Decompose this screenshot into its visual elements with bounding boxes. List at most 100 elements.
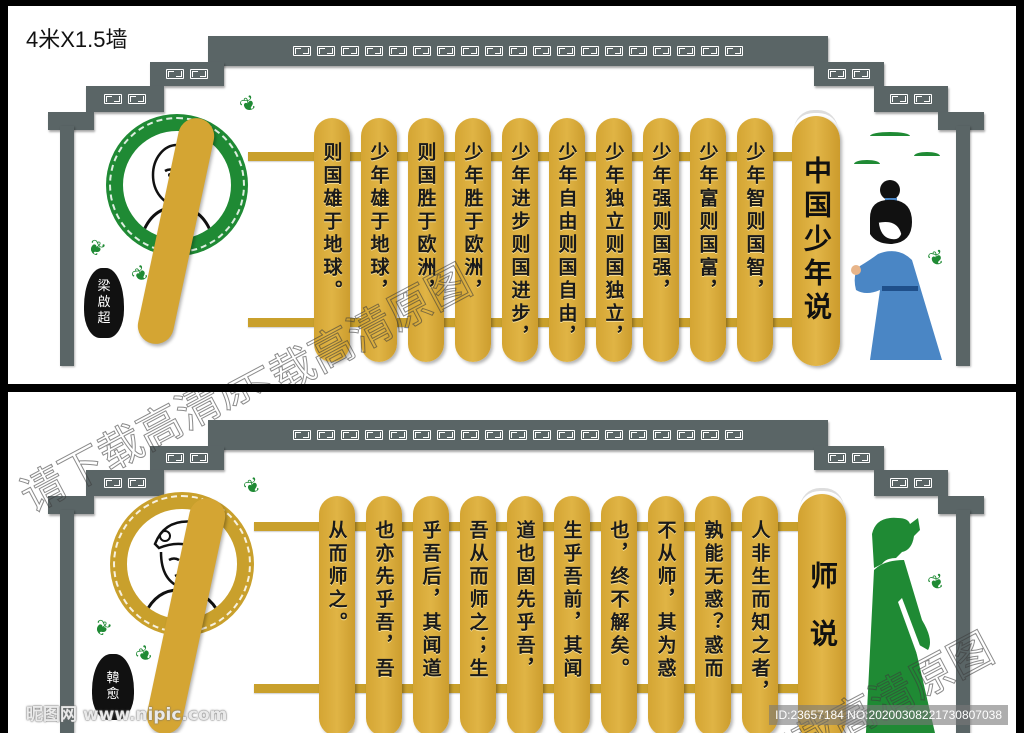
panel-shi-shuo: 韓 愈 ❦ ❦ ❦ ❦ 人非生而知之者， 孰能无惑？惑而 不从师，其为惑 也，终… — [8, 392, 1016, 733]
fret-tile — [293, 430, 311, 440]
text-column: 从而师之。 — [319, 496, 355, 733]
fret-tile — [341, 430, 359, 440]
fret-tile — [629, 46, 647, 56]
panel-shaonian-shuo: 梁 啟 超 ❦ ❦ ❦ ❦ 少年智则国智， 少年富则国富， 少年强则国强， 少年… — [8, 6, 1016, 384]
fret-tile — [725, 46, 743, 56]
roof-top-tier — [208, 420, 828, 450]
roof-left-low — [86, 470, 164, 496]
fret-tile — [461, 46, 479, 56]
title-scroll: 中国少年说 — [792, 110, 840, 366]
text-column: 少年雄于地球， — [361, 118, 397, 362]
image-id-bar: ID:23657184 NO:20200308221730807038 — [769, 705, 1008, 725]
roof-top-tier — [208, 36, 828, 66]
panel-title: 中国少年说 — [800, 156, 833, 326]
roof-right-cap — [938, 112, 984, 130]
pillar-left — [60, 126, 74, 366]
fret-tile — [533, 430, 551, 440]
author-char: 韓 — [106, 670, 120, 686]
author-name-stone: 梁 啟 超 — [84, 268, 124, 338]
roof-right-cap — [938, 496, 984, 514]
text-column: 少年自由则国自由， — [549, 118, 585, 362]
panel-title: 师说 — [806, 561, 839, 677]
fret-tile — [509, 430, 527, 440]
text-column: 道也固先乎吾， — [507, 496, 543, 733]
author-char: 超 — [97, 311, 111, 327]
pillar-left — [60, 510, 74, 733]
roof-left-cap — [48, 112, 94, 130]
fret-tile — [557, 430, 575, 440]
pillar-right — [956, 126, 970, 366]
text-column: 不从师，其为惑 — [648, 496, 684, 733]
author-char: 啟 — [97, 294, 111, 310]
author-char: 愈 — [106, 687, 120, 702]
fret-tile — [317, 430, 335, 440]
fret-tile — [293, 46, 311, 56]
roof-right-low — [874, 470, 948, 496]
fret-tile — [581, 430, 599, 440]
text-column: 少年进步则国进步， — [502, 118, 538, 362]
fret-tile — [605, 430, 623, 440]
fret-tile — [629, 430, 647, 440]
fret-tile — [485, 430, 503, 440]
fret-tile — [317, 46, 335, 56]
text-column: 则国雄于地球。 — [314, 118, 350, 362]
fret-tile — [413, 46, 431, 56]
text-column: 也亦先乎吾，吾 — [366, 496, 402, 733]
fret-tile — [365, 46, 383, 56]
text-column: 乎吾后，其闻道 — [413, 496, 449, 733]
bird-icon — [870, 132, 910, 140]
wall-size-label: 4米X1.5墙 — [26, 27, 128, 52]
fret-pattern — [208, 430, 828, 440]
fret-tile — [413, 430, 431, 440]
fret-tile — [509, 46, 527, 56]
fret-tile — [557, 46, 575, 56]
fret-pattern — [208, 46, 828, 56]
text-column: 人非生而知之者， — [742, 496, 778, 733]
fret-tile — [581, 46, 599, 56]
fret-tile — [389, 46, 407, 56]
fret-tile — [701, 46, 719, 56]
text-column: 也，终不解矣。 — [601, 496, 637, 733]
fret-tile — [605, 46, 623, 56]
text-column: 少年独立则国独立， — [596, 118, 632, 362]
bamboo-leaf-icon: ❦ — [235, 89, 262, 119]
fret-tile — [677, 46, 695, 56]
fret-tile — [341, 46, 359, 56]
fret-tile — [533, 46, 551, 56]
roof-left-low — [86, 86, 164, 112]
text-column: 少年胜于欧洲， — [455, 118, 491, 362]
text-column: 少年强则国强， — [643, 118, 679, 362]
fret-tile — [461, 430, 479, 440]
fret-tile — [653, 46, 671, 56]
roof-left-cap — [48, 496, 94, 514]
roof-left-mid — [150, 446, 224, 470]
text-column: 生乎吾前，其闻 — [554, 496, 590, 733]
bamboo-leaf-icon: ❦ — [83, 233, 110, 263]
fret-tile — [437, 430, 455, 440]
text-column: 吾从而师之；生 — [460, 496, 496, 733]
roof-right-low — [874, 86, 948, 112]
fret-tile — [677, 430, 695, 440]
fret-tile — [725, 430, 743, 440]
text-column: 少年智则国智， — [737, 118, 773, 362]
bird-icon — [914, 152, 940, 160]
roof-right-mid — [814, 446, 884, 470]
author-char: 梁 — [97, 278, 111, 294]
author-name-stone: 韓 愈 — [92, 654, 134, 720]
site-watermark: 昵图网 www.nipic.com — [26, 705, 228, 725]
fret-tile — [653, 430, 671, 440]
text-column: 孰能无惑？惑而 — [695, 496, 731, 733]
text-column: 少年富则国富， — [690, 118, 726, 362]
bamboo-leaf-icon: ❦ — [130, 639, 159, 669]
fret-tile — [389, 430, 407, 440]
text-column: 则国胜于欧洲， — [408, 118, 444, 362]
fret-tile — [365, 430, 383, 440]
fret-tile — [485, 46, 503, 56]
bamboo-leaf-icon: ❦ — [239, 471, 266, 501]
roof-right-mid — [814, 62, 884, 86]
scholar-silhouette-figure-icon — [858, 512, 948, 733]
scholar-boy-figure-icon — [848, 174, 948, 364]
bird-icon — [854, 160, 880, 168]
bamboo-leaf-icon: ❦ — [89, 613, 116, 643]
fret-tile — [437, 46, 455, 56]
